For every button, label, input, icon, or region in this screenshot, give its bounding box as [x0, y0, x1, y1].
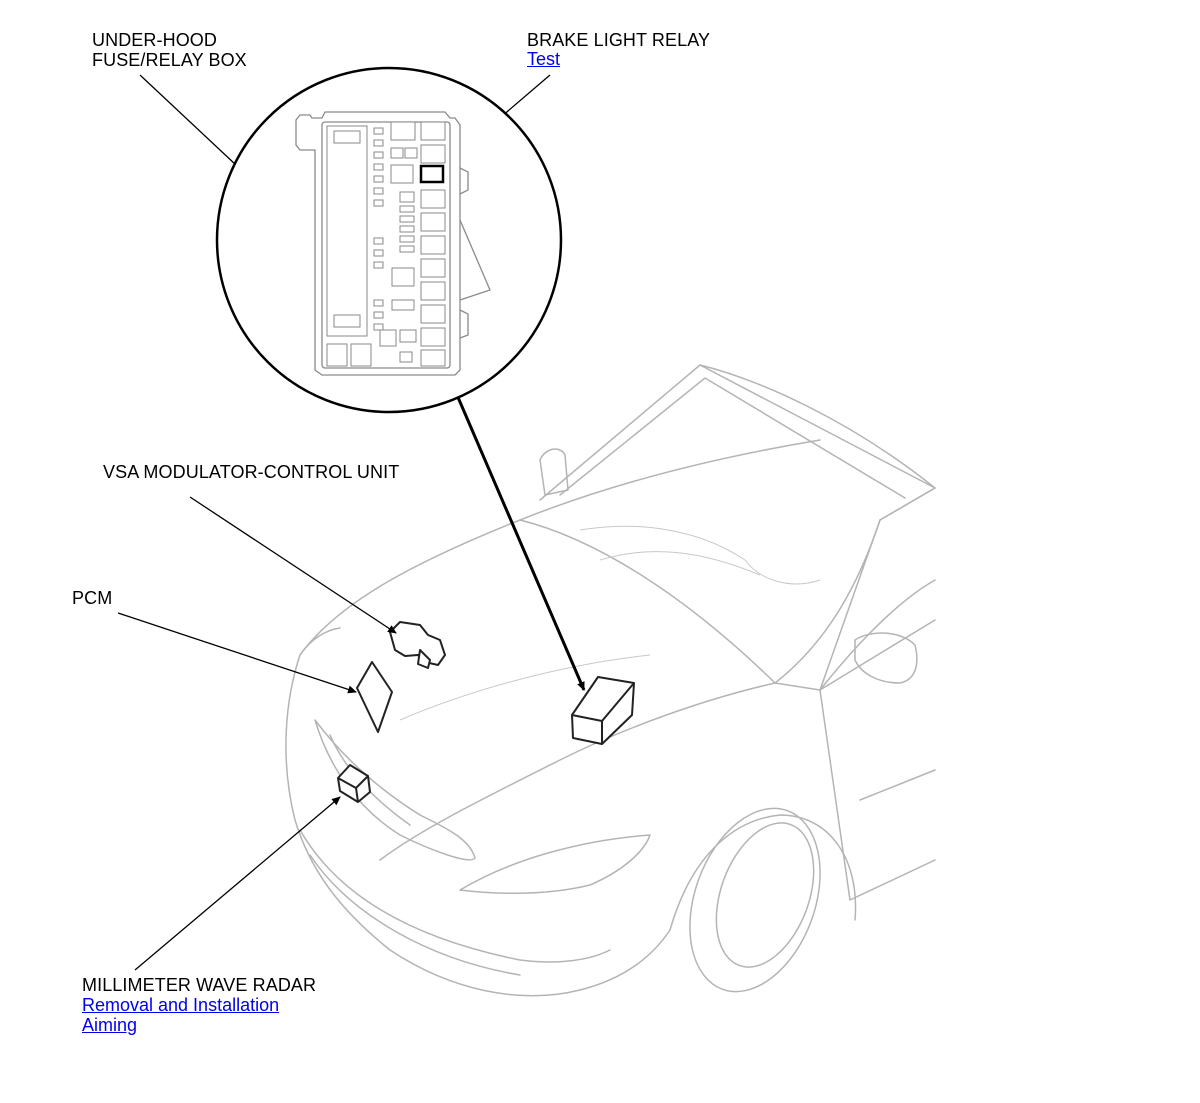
brake-light-relay-label: BRAKE LIGHT RELAY	[527, 30, 711, 50]
pcm-unit[interactable]	[356, 661, 393, 733]
leader-radar	[134, 796, 341, 971]
vsa-modulator-unit[interactable]	[389, 621, 446, 669]
radar-label: MILLIMETER WAVE RADAR	[82, 975, 317, 995]
radar-aiming-link[interactable]: Aiming	[82, 1015, 138, 1035]
leader-vsa	[189, 496, 397, 634]
pcm-label: PCM	[72, 588, 113, 608]
under-hood-label-line2: FUSE/RELAY BOX	[92, 50, 247, 70]
under-hood-label-line1: UNDER-HOOD	[92, 30, 217, 50]
radar-removal-link[interactable]: Removal and Installation	[82, 995, 280, 1015]
millimeter-wave-radar-unit[interactable]	[337, 764, 371, 803]
brake-light-relay-test-link[interactable]: Test	[527, 49, 561, 69]
zoom-callout	[215, 66, 563, 414]
leader-zoom	[455, 394, 586, 691]
vsa-label: VSA MODULATOR-CONTROL UNIT	[103, 462, 400, 482]
leader-pcm	[117, 612, 357, 694]
fuse-relay-box-unit[interactable]	[571, 676, 635, 745]
fuse-column	[373, 127, 384, 331]
fuse-relay-box-closeup	[295, 111, 491, 376]
car-illustration	[285, 364, 936, 997]
